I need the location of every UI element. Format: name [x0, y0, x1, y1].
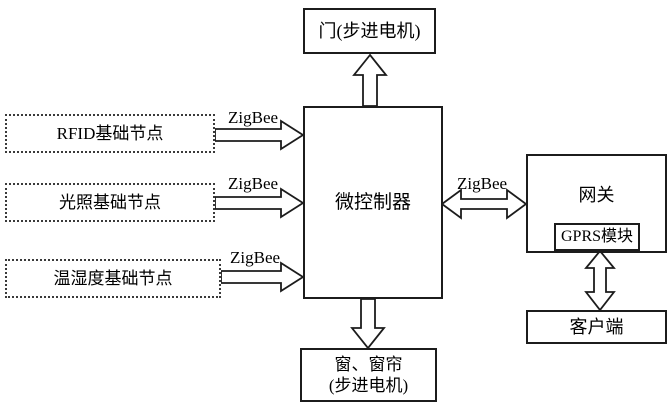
arrow-mcu-to-door-icon — [352, 53, 388, 107]
node-window-curtain-label-line1: 窗、窗帘 — [334, 354, 403, 374]
link-label-zigbee-temp: ZigBee — [230, 248, 281, 267]
link-label-zigbee-light: ZigBee — [228, 174, 279, 193]
arrow-light-to-mcu-icon — [214, 187, 305, 219]
node-window-curtain-label-line2: (步进电机) — [328, 376, 409, 395]
node-gateway-label: 网关 — [578, 185, 615, 205]
node-client: 客户端 — [526, 310, 667, 344]
link-label-zigbee-gateway: ZigBee — [457, 174, 508, 193]
arrow-gateway-client-icon — [584, 249, 616, 312]
node-gprs-module-label: GPRS模块 — [560, 228, 634, 245]
arrow-rfid-to-mcu-icon — [214, 119, 305, 151]
node-rfid-base: RFID基础节点 — [5, 114, 215, 153]
node-temp-humidity-base: 温湿度基础节点 — [5, 259, 221, 298]
node-door-label: 门(步进电机) — [318, 20, 421, 41]
arrow-mcu-to-window-icon — [350, 298, 386, 350]
node-light-base: 光照基础节点 — [5, 183, 215, 222]
node-microcontroller: 微控制器 — [303, 106, 443, 299]
node-rfid-label: RFID基础节点 — [56, 123, 164, 143]
node-light-label: 光照基础节点 — [59, 192, 161, 212]
node-microcontroller-label: 微控制器 — [334, 191, 411, 213]
node-gprs-module: GPRS模块 — [554, 223, 640, 251]
node-door: 门(步进电机) — [303, 8, 436, 54]
node-temp-humidity-label: 温湿度基础节点 — [53, 268, 173, 288]
link-label-zigbee-rfid: ZigBee — [228, 108, 279, 127]
node-client-label: 客户端 — [569, 316, 624, 337]
arrow-temp-to-mcu-icon — [220, 261, 305, 293]
arrow-mcu-gateway-icon — [440, 188, 528, 220]
node-window-curtain: 窗、窗帘 (步进电机) — [300, 348, 437, 402]
